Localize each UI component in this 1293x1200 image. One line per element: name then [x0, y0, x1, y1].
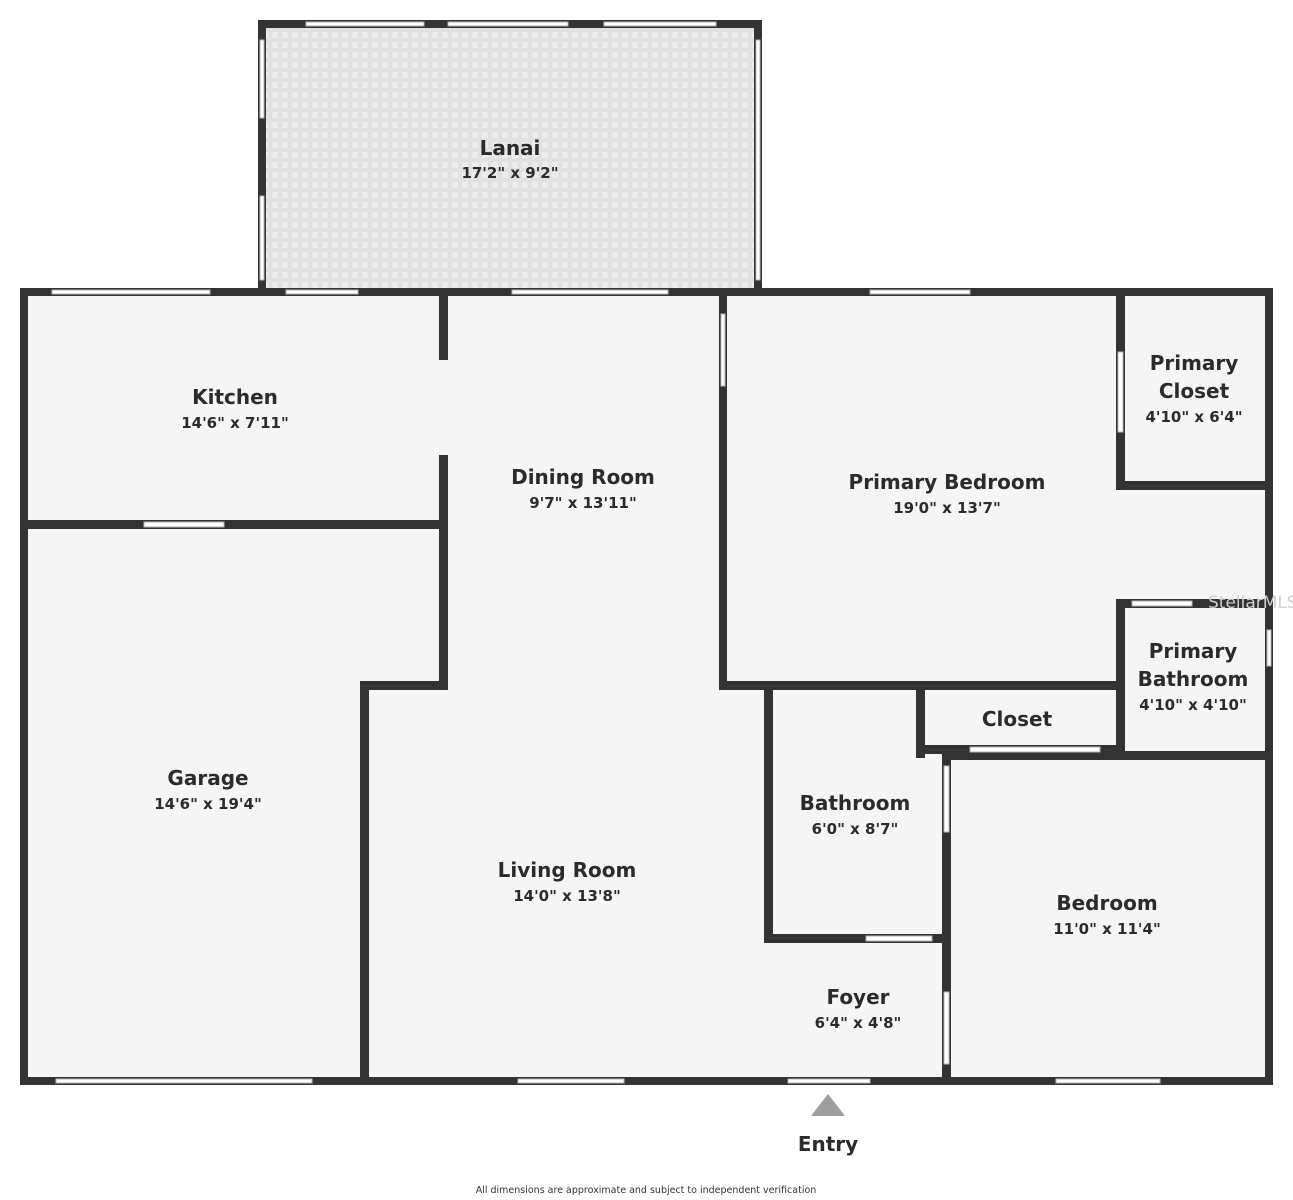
room-primary-bedroom-name: Primary Bedroom	[849, 470, 1046, 494]
room-garage-dims: 14'6" x 19'4"	[154, 795, 262, 813]
entry-arrow-icon	[811, 1094, 845, 1116]
room-living-name: Living Room	[498, 858, 637, 882]
room-primary-closet-name-2: Closet	[1159, 379, 1230, 403]
room-garage-name: Garage	[167, 766, 248, 790]
room-primary-closet: Primary Closet 4'10" x 6'4"	[1145, 351, 1242, 426]
room-bathroom-dims: 6'0" x 8'7"	[812, 820, 899, 838]
room-dining-name: Dining Room	[511, 465, 655, 489]
room-kitchen: Kitchen 14'6" x 7'11"	[181, 385, 289, 432]
room-primary-bedroom: Primary Bedroom 19'0" x 13'7"	[849, 470, 1046, 517]
room-primary-bathroom-dims: 4'10" x 4'10"	[1139, 696, 1247, 714]
room-kitchen-name: Kitchen	[192, 385, 278, 409]
room-living-dims: 14'0" x 13'8"	[513, 887, 621, 905]
room-kitchen-dims: 14'6" x 7'11"	[181, 414, 289, 432]
room-primary-bathroom-name-1: Primary	[1149, 639, 1238, 663]
entry-label: Entry	[798, 1132, 858, 1156]
windows	[51, 21, 1272, 1084]
room-primary-bathroom-name-2: Bathroom	[1138, 667, 1249, 691]
room-bedroom-name: Bedroom	[1056, 891, 1157, 915]
room-living: Living Room 14'0" x 13'8"	[498, 858, 637, 905]
room-closet-name: Closet	[982, 707, 1053, 731]
disclaimer: All dimensions are approximate and subje…	[476, 1185, 817, 1196]
room-primary-bedroom-dims: 19'0" x 13'7"	[893, 499, 1001, 517]
room-foyer-name: Foyer	[826, 985, 889, 1009]
room-primary-bathroom: Primary Bathroom 4'10" x 4'10"	[1138, 639, 1249, 714]
room-bedroom-dims: 11'0" x 11'4"	[1053, 920, 1161, 938]
room-primary-closet-dims: 4'10" x 6'4"	[1145, 408, 1242, 426]
lanai-floor	[262, 24, 756, 290]
room-foyer-dims: 6'4" x 4'8"	[815, 1014, 902, 1032]
room-lanai: Lanai 17'2" x 9'2"	[461, 136, 558, 182]
room-foyer: Foyer 6'4" x 4'8"	[815, 985, 902, 1032]
room-bedroom: Bedroom 11'0" x 11'4"	[1053, 891, 1161, 938]
room-dining: Dining Room 9'7" x 13'11"	[511, 465, 655, 512]
room-primary-closet-name-1: Primary	[1150, 351, 1239, 375]
room-lanai-dims: 17'2" x 9'2"	[461, 164, 558, 182]
room-lanai-name: Lanai	[480, 136, 541, 160]
room-dining-dims: 9'7" x 13'11"	[529, 494, 637, 512]
room-bathroom: Bathroom 6'0" x 8'7"	[800, 791, 911, 838]
room-garage: Garage 14'6" x 19'4"	[154, 766, 262, 813]
room-bathroom-name: Bathroom	[800, 791, 911, 815]
room-closet: Closet	[982, 707, 1053, 731]
watermark: StellarMLS	[1208, 593, 1293, 613]
